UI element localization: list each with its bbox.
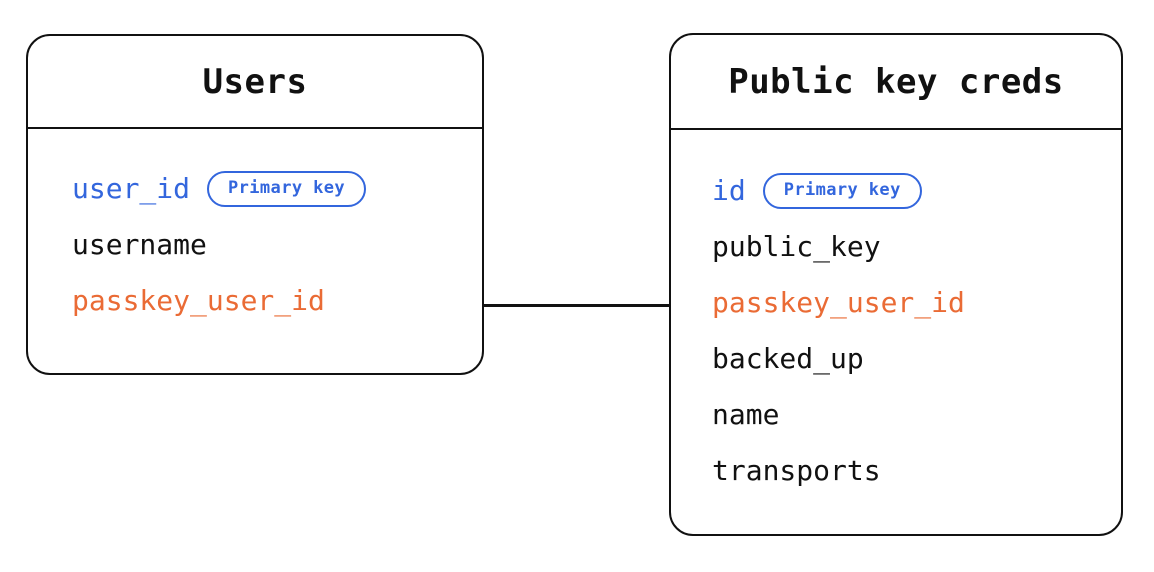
field-row-user-id[interactable]: user_id Primary key [72, 161, 482, 217]
entity-field-list-users: user_id Primary key username passkey_use… [28, 129, 482, 373]
primary-key-badge-user-id: Primary key [207, 171, 366, 207]
entity-field-list-public-key-creds: id Primary key public_key passkey_user_i… [671, 130, 1121, 534]
entity-title-users: Users [202, 61, 308, 102]
field-name-id: id [712, 174, 746, 207]
field-name-user-id: user_id [72, 172, 191, 205]
entity-header-users: Users [28, 36, 482, 129]
field-row-passkey-user-id-cred[interactable]: passkey_user_id [712, 275, 1121, 331]
field-name-public-key: public_key [712, 230, 881, 263]
field-name-name: name [712, 398, 780, 431]
entity-title-public-key-creds: Public key creds [728, 61, 1064, 102]
field-name-username: username [72, 228, 207, 261]
field-name-passkey-user-id-cred: passkey_user_id [712, 286, 965, 319]
field-row-username[interactable]: username [72, 217, 482, 273]
field-name-passkey-user-id: passkey_user_id [72, 284, 325, 317]
field-name-backed-up: backed_up [712, 342, 864, 375]
entity-box-users[interactable]: Users user_id Primary key username passk… [26, 34, 484, 375]
field-row-backed-up[interactable]: backed_up [712, 331, 1121, 387]
field-name-transports: transports [712, 454, 881, 487]
field-row-id[interactable]: id Primary key [712, 163, 1121, 219]
field-row-passkey-user-id[interactable]: passkey_user_id [72, 273, 482, 329]
primary-key-badge-id: Primary key [762, 173, 922, 209]
entity-box-public-key-creds[interactable]: Public key creds id Primary key public_k… [669, 33, 1123, 536]
field-row-transports[interactable]: transports [712, 443, 1121, 499]
field-row-public-key[interactable]: public_key [712, 219, 1121, 275]
relationship-connector-users-to-public-key-creds [482, 304, 671, 307]
entity-header-public-key-creds: Public key creds [671, 35, 1121, 130]
field-row-name[interactable]: name [712, 387, 1121, 443]
